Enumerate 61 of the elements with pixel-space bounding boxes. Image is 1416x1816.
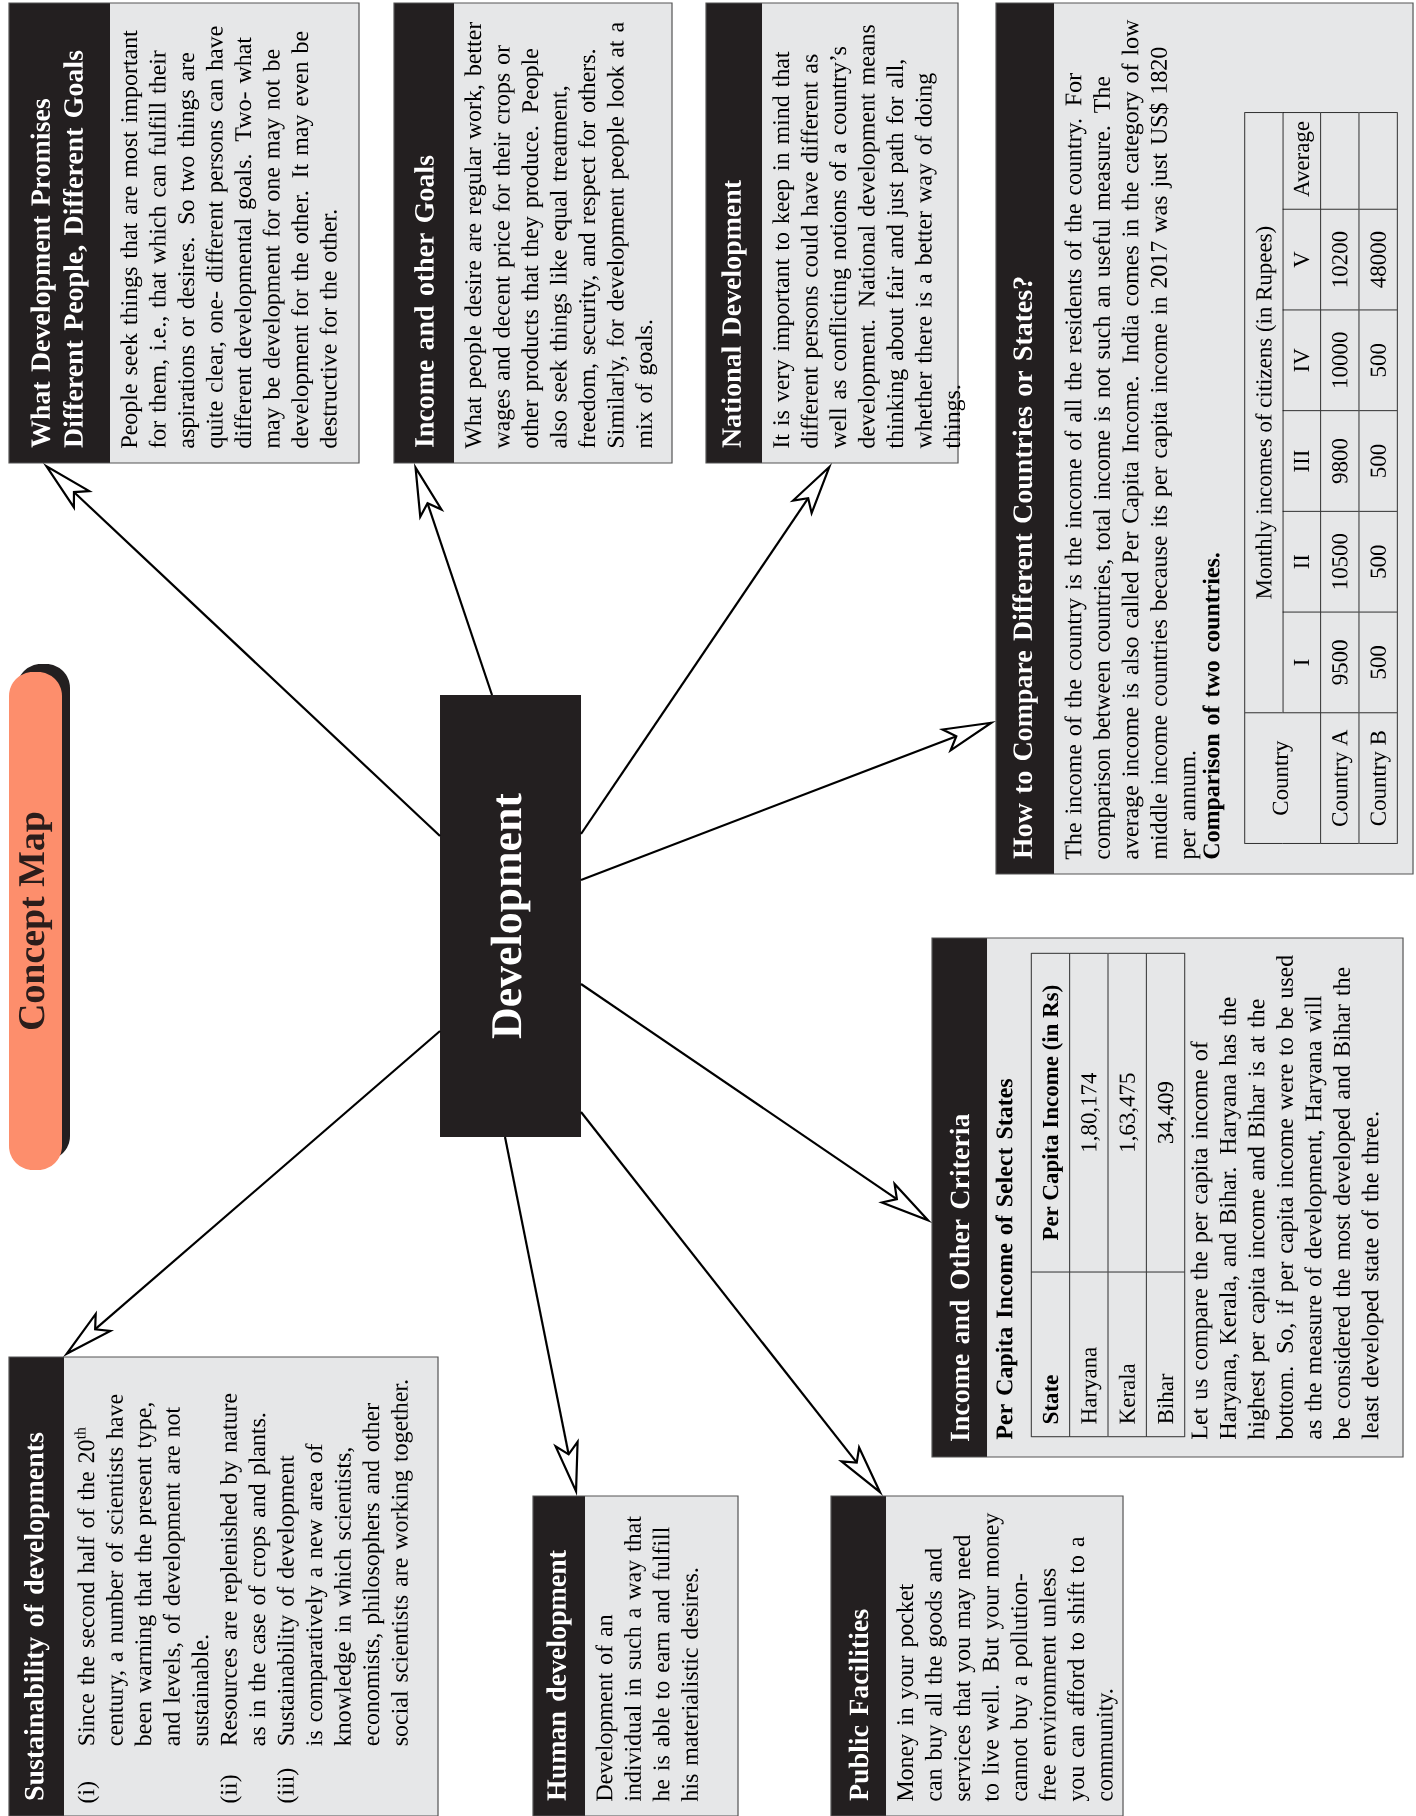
table-cell: Per Capita Income (in Rs) xyxy=(1042,985,1063,1241)
info-box xyxy=(995,2,1414,875)
box-heading: National Development xyxy=(721,180,747,448)
table-cell: 1,63,475 xyxy=(1119,1073,1139,1151)
info-box xyxy=(393,2,673,464)
table-cell: Kerala xyxy=(1118,1363,1135,1424)
table-cell: 10200 xyxy=(1332,231,1348,287)
list-item: Resources are replenished by nature as in the case of crops and plants. xyxy=(220,1393,271,1746)
box-heading: How to Compare Different Countries or States? xyxy=(1012,277,1038,859)
body-text: It is very important to keep in mind that different persons could have different as well as conflicting notions of a country’s development. National development means thinking about fair and just path for all, whether there is a better way of doing things. xyxy=(772,25,966,449)
title: Concept Map xyxy=(18,812,53,1030)
table-cell: V xyxy=(1293,251,1310,268)
info-box xyxy=(8,2,360,464)
box-heading: Public Facilities xyxy=(848,1609,869,1801)
table-cell: 1,80,174 xyxy=(1081,1072,1100,1151)
table-cell: Country B xyxy=(1370,731,1391,826)
table-cell: 500 xyxy=(1370,646,1386,679)
table-cell: Average xyxy=(1293,121,1314,197)
list-item: Since the second half of the 20$^{th}$ century, a number of scientists have been warning that the present type, and levels, of development are not sustainable. xyxy=(74,1394,209,1747)
body-text: Development of an individual in such a way that he is able to earn and fulfill his materialistic desires. xyxy=(595,1516,699,1802)
table-cell: Country xyxy=(1272,740,1293,815)
table-cell: 500 xyxy=(1370,344,1386,377)
table-cell: 34,409 xyxy=(1157,1082,1177,1144)
box-heading: What Development Promises Different People, Different Goals xyxy=(30,50,89,448)
box-heading: Sustainability of developments xyxy=(23,1432,50,1800)
info-box xyxy=(705,2,966,464)
info-box xyxy=(532,1495,739,1816)
item-number: (iii) xyxy=(277,1768,299,1803)
table-cell: I xyxy=(1293,659,1309,666)
info-box xyxy=(931,937,1404,1458)
body-text: Let us compare the per capita income of Haryana, Kerala, and Bihar. Haryana has the highest per capita income and Bihar is at the bottom. So, if per capita income were to be used as the measure of development, Haryana will be considered the most developed and Bihar the least developed state of the three. xyxy=(1190,955,1384,1440)
table-cell: 500 xyxy=(1370,444,1386,477)
body-text: What people desire are regular work, better wages and decent price for their crops or other products that they produce. People also seek things like equal treatment, freedom, security, and respect for others. Similarly, for development people look at a mix of goals. xyxy=(464,21,658,449)
box-heading: Human development xyxy=(546,1550,572,1801)
info-box xyxy=(8,1356,439,1816)
concept-box: Development xyxy=(440,695,581,1137)
table-cell: 10000 xyxy=(1332,332,1348,387)
table-cell: Bihar xyxy=(1157,1373,1174,1424)
table-cell: Haryana xyxy=(1081,1347,1102,1424)
info-box xyxy=(830,1495,1124,1816)
item-number: (i) xyxy=(77,1782,100,1803)
box-heading: Income and other Goals xyxy=(414,155,434,448)
table-cell: III xyxy=(1293,450,1309,472)
table-cell: 9800 xyxy=(1332,438,1348,484)
body-text: People seek things that are most important for them, i.e., that which can fulfill their aspirations or desires. So two things are quite clear, one- different persons can have different developmental goals. Two- what may be development for one may not be development for the other. It may even be destructive for the other. xyxy=(120,26,337,449)
table-cell: 48000 xyxy=(1370,231,1386,288)
list-item: Sustainability of development is comparatively a new area of knowledge in which scientists, economists, philosophers and other social scientists are working together. xyxy=(276,1380,413,1746)
table-cell: 10500 xyxy=(1332,533,1348,589)
table-cell: State xyxy=(1042,1375,1059,1424)
body-text: Money in your pocket can buy all the goods and services that you may need to live well. But your money cannot buy a pollution-free environment unless you can afford to shift to a community. xyxy=(896,1512,1118,1802)
table-caption: Comparison of two countries. xyxy=(1202,553,1225,859)
table-cell: IV xyxy=(1293,348,1310,372)
table-cell: 500 xyxy=(1370,545,1386,578)
table-cell: Monthly incomes of citizens (in Rupees) xyxy=(1255,226,1277,599)
item-number: (ii) xyxy=(220,1775,242,1803)
table-cell: II xyxy=(1293,554,1309,569)
table-cell: Country A xyxy=(1332,729,1353,826)
table-caption: Per Capita Income of Select States xyxy=(995,1079,1018,1440)
body-text: The income of the country is the income of all the residents of the country. For comparison between countries, total income is not such an useful measure. The average income is also called Per Capita Income. India comes in the category of low middle income countries because its per capita income in 2017 was just US$ 1820 per annum. xyxy=(1064,19,1201,860)
table-cell: 9500 xyxy=(1332,640,1348,685)
box-heading: Income and Other Criteria xyxy=(949,1113,970,1442)
